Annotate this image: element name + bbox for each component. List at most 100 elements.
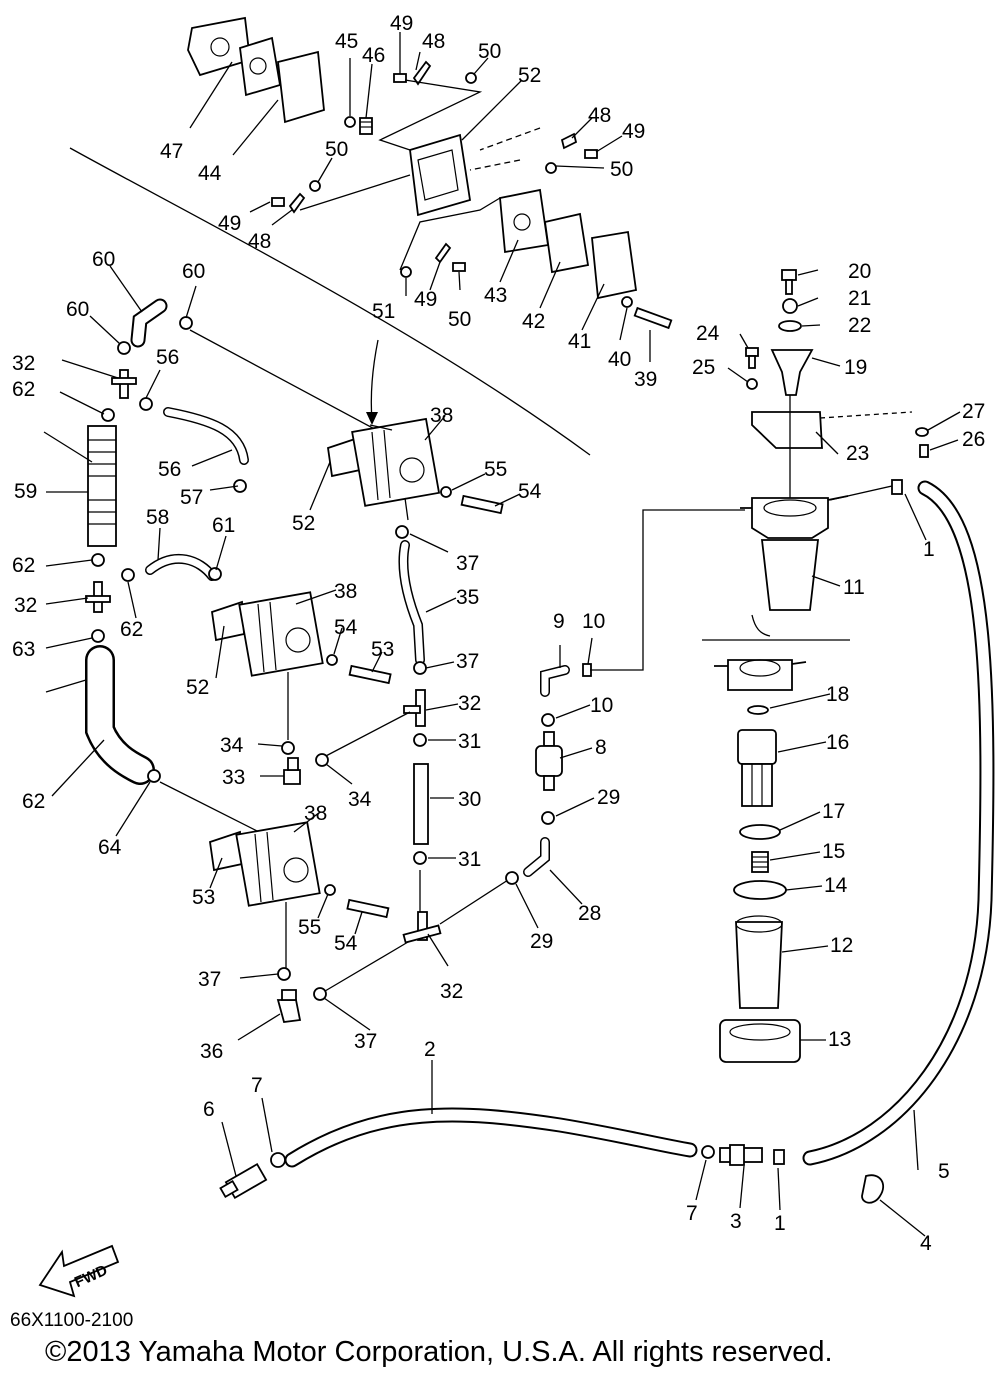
hose-30	[413, 763, 429, 845]
washer-21	[782, 298, 798, 314]
hw-50-b	[545, 162, 557, 174]
clip-7-a	[270, 1152, 286, 1168]
fuel-pump-38-middle	[211, 591, 324, 677]
washer-45	[344, 116, 356, 128]
separator-head-11	[740, 495, 849, 539]
fuel-pump-38-top	[327, 417, 441, 507]
joint-3	[719, 1144, 763, 1166]
callout-label: 48	[588, 104, 611, 127]
gasket-plate-47	[187, 16, 251, 77]
callout-label: 29	[597, 786, 620, 809]
cup-12	[735, 915, 783, 1009]
callout-label: 50	[478, 40, 501, 63]
clip-37-d	[313, 987, 327, 1001]
bolt-20	[781, 269, 797, 295]
section-arrow	[370, 339, 379, 421]
callout-label: 54	[334, 932, 358, 955]
callout-label: 13	[828, 1028, 851, 1051]
callout-label: 58	[146, 506, 169, 529]
ring-nut-13	[719, 1019, 801, 1063]
leader-filter-11	[590, 509, 745, 671]
oring-18	[747, 705, 769, 715]
callout-label: 20	[848, 260, 871, 283]
clip-60-c	[121, 568, 135, 582]
callout-label: 4	[920, 1232, 932, 1255]
callout-label: 50	[325, 138, 348, 161]
pump-body-51	[409, 133, 472, 217]
callout-label: 53	[192, 886, 215, 909]
bolt-54-a	[460, 494, 504, 515]
callout-label: 15	[822, 840, 845, 863]
callout-label: 25	[692, 356, 715, 379]
callout-label: 49	[218, 212, 241, 235]
clip-31-a	[413, 733, 427, 747]
callout-label: 32	[14, 594, 37, 617]
callout-label: 17	[822, 800, 845, 823]
clip-1-b	[773, 1149, 785, 1165]
diaphragm-42	[543, 212, 590, 274]
callout-label: 37	[456, 552, 479, 575]
leader-top-c	[299, 174, 501, 271]
clip-56-a	[139, 397, 153, 411]
washer-27	[915, 427, 929, 437]
callout-label: 34	[220, 734, 244, 757]
callout-label: 16	[826, 731, 849, 754]
callout-label: 11	[843, 576, 865, 599]
bolt-26	[919, 444, 929, 458]
leader-hose-5	[829, 485, 893, 501]
callout-label: 2	[424, 1038, 436, 1061]
clip-1-a	[891, 479, 903, 495]
section-arrow-head	[366, 412, 378, 425]
gasket-43	[499, 188, 550, 254]
hose-64-61	[85, 645, 155, 785]
callout-label: 22	[848, 314, 871, 337]
callout-label: 27	[962, 400, 985, 423]
callout-label: 62	[12, 554, 35, 577]
callout-label: 7	[251, 1074, 263, 1097]
callout-label: 8	[595, 736, 607, 759]
clip-62-c	[91, 629, 105, 643]
leader-left-a	[159, 329, 396, 836]
callout-label: 49	[414, 288, 437, 311]
callout-label: 14	[824, 874, 848, 897]
callout-label: 42	[522, 310, 545, 333]
joint-32-c	[403, 689, 426, 727]
clip-34-b	[315, 753, 329, 767]
callout-label: 7	[686, 1202, 698, 1225]
callout-label: 37	[354, 1030, 377, 1053]
callout-label: 52	[292, 512, 315, 535]
oring-14	[733, 880, 787, 900]
leader-center-b	[319, 711, 509, 995]
callout-label: 54	[334, 616, 358, 639]
leader-pump-drops	[285, 497, 409, 970]
callout-label: 54	[518, 480, 542, 503]
callout-label: 32	[458, 692, 481, 715]
callout-label: 49	[622, 120, 645, 143]
callout-label: 23	[846, 442, 869, 465]
callout-label: 37	[456, 650, 479, 673]
callout-label: 37	[198, 968, 221, 991]
hw-50-c	[309, 180, 321, 192]
callout-label: 31	[458, 848, 481, 871]
callout-label: 46	[362, 44, 385, 67]
leader-top-b	[469, 127, 541, 171]
callout-labels: 1 1 2 3 4 5 6 7 7 8 9 10 10 11 12 13 14 …	[12, 12, 985, 1255]
clip-29-a	[541, 811, 555, 825]
clip-60-b	[179, 316, 193, 330]
callout-label: 49	[390, 12, 413, 35]
callout-label: 45	[335, 30, 358, 53]
clip-10-b	[541, 713, 555, 727]
clip-31-b	[413, 851, 427, 865]
callout-label: 38	[430, 404, 453, 427]
callout-label: 24	[696, 322, 720, 345]
clip-29-b	[505, 871, 519, 885]
callout-label: 47	[160, 140, 183, 163]
callout-label: 35	[456, 586, 479, 609]
clip-37-a	[395, 525, 409, 539]
washer-54-a	[326, 654, 338, 666]
fwd-arrow-icon: FWD	[38, 1244, 120, 1298]
callout-label: 59	[14, 480, 37, 503]
section-divider-line	[69, 147, 591, 456]
